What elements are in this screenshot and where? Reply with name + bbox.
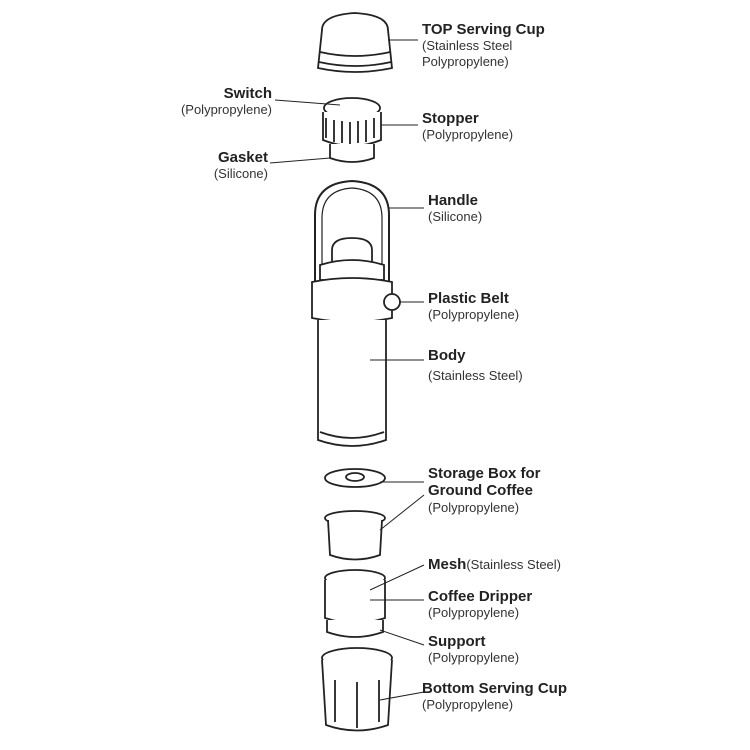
- part-material: (Stainless Steel): [428, 368, 523, 383]
- part-material: (Polypropylene): [428, 500, 520, 515]
- coffee-dripper: [324, 569, 386, 638]
- bottom-serving-cup: [321, 647, 393, 732]
- label-mesh: Mesh(Stainless Steel): [428, 557, 561, 573]
- top-serving-cup: [317, 12, 393, 73]
- label-coffee-dripper: Coffee Dripper (Polypropylene): [428, 589, 532, 621]
- part-name: Ground Coffee: [428, 482, 533, 499]
- label-switch: Switch (Polypropylene): [181, 86, 272, 118]
- bottle-body: [311, 237, 401, 447]
- storage-box: [324, 468, 386, 561]
- label-top-serving-cup: TOP Serving Cup (Stainless Steel Polypro…: [422, 22, 545, 70]
- label-stopper: Stopper (Polypropylene): [422, 111, 513, 143]
- part-name: Plastic Belt: [428, 290, 509, 307]
- part-material: (Polypropylene): [428, 307, 520, 322]
- stopper: [322, 97, 382, 163]
- part-name: Coffee Dripper: [428, 588, 533, 605]
- part-name: Body: [428, 347, 466, 364]
- part-material: Polypropylene): [422, 54, 509, 69]
- part-name: TOP Serving Cup: [422, 21, 545, 38]
- part-material: (Polypropylene): [180, 102, 272, 117]
- part-name: Mesh: [428, 556, 467, 573]
- part-material: (Polypropylene): [422, 697, 514, 712]
- part-material: (Polypropylene): [428, 650, 520, 665]
- part-material: (Silicone): [428, 209, 483, 224]
- part-material: (Polypropylene): [428, 605, 520, 620]
- part-material: (Stainless Steel): [466, 557, 561, 572]
- leader-lines: [269, 39, 425, 701]
- label-body: Body (Stainless Steel): [428, 346, 523, 386]
- part-name: Handle: [428, 192, 479, 209]
- label-support: Support (Polypropylene): [428, 634, 519, 666]
- label-plastic-belt: Plastic Belt (Polypropylene): [428, 291, 519, 323]
- handle-strap: [314, 179, 390, 300]
- label-bottom-serving-cup: Bottom Serving Cup (Polypropylene): [422, 681, 567, 713]
- label-storage-box: Storage Box for Ground Coffee (Polypropy…: [428, 465, 541, 516]
- part-name: Storage Box for: [428, 465, 541, 482]
- part-material: (Polypropylene): [422, 127, 514, 142]
- part-name: Bottom Serving Cup: [422, 680, 567, 697]
- label-gasket: Gasket (Silicone): [214, 150, 268, 182]
- part-name: Gasket: [217, 149, 268, 166]
- part-name: Support: [428, 633, 486, 650]
- part-material: (Silicone): [213, 166, 268, 181]
- part-name: Switch: [223, 85, 272, 102]
- part-name: Stopper: [422, 110, 479, 127]
- label-handle: Handle (Silicone): [428, 193, 482, 225]
- part-material: (Stainless Steel: [422, 38, 513, 53]
